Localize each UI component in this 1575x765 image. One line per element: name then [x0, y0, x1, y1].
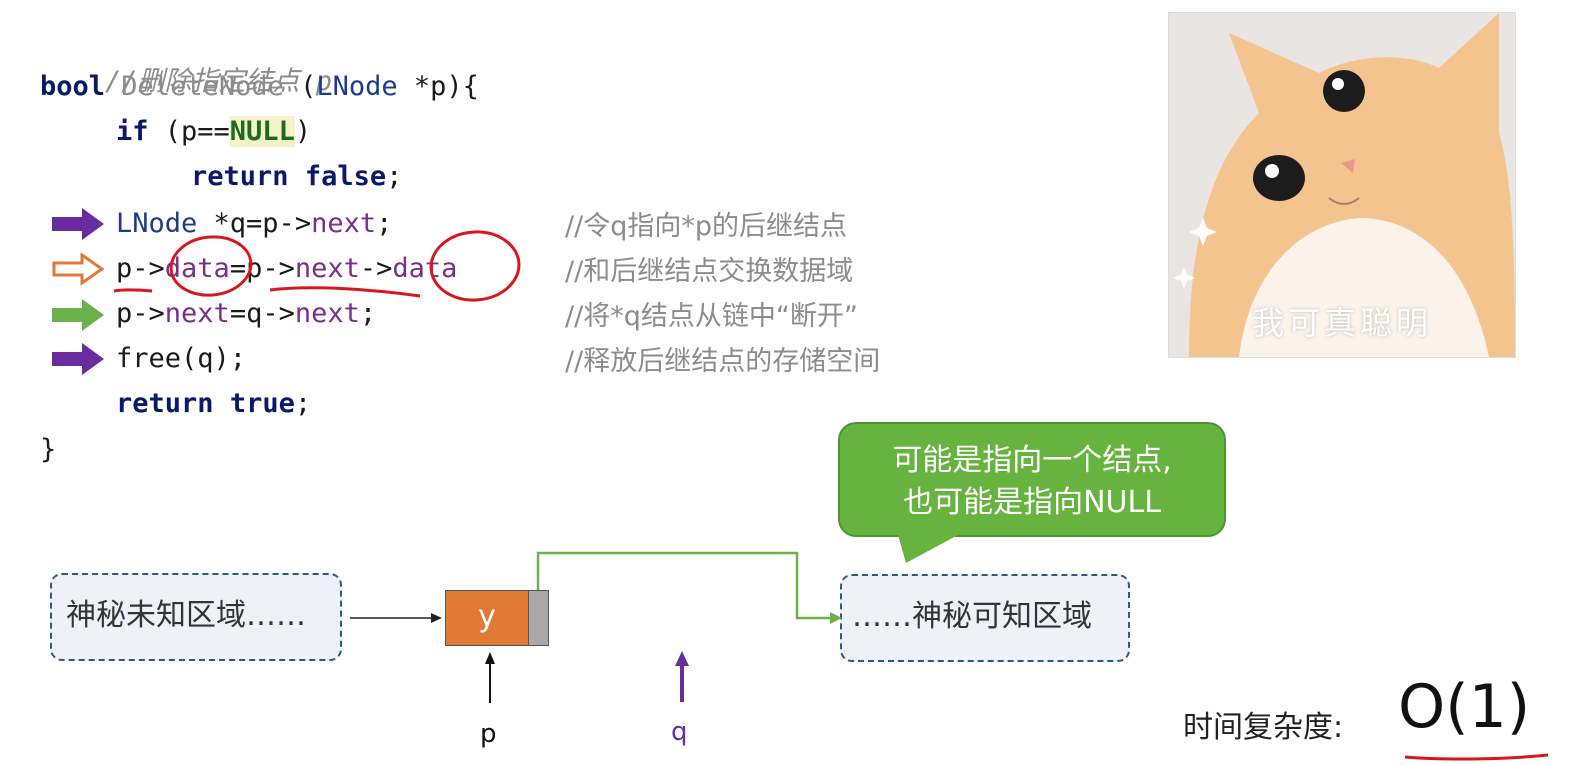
arrowhead-icon	[830, 612, 842, 624]
code-line-swap-data: p->data=p->next->data	[116, 249, 457, 289]
complexity-value: O(1)	[1398, 672, 1531, 742]
code-token: ->	[359, 253, 393, 284]
code-token: *p){	[397, 71, 479, 102]
keyword-return: return	[116, 388, 214, 419]
keyword-return: return	[191, 161, 289, 192]
member-next: next	[164, 298, 230, 329]
code-token: }	[40, 434, 57, 465]
bubble-tail-icon	[898, 535, 958, 563]
arrowhead-icon	[675, 651, 689, 666]
code-token: *q=p->	[197, 208, 312, 239]
code-line-free: free(q);	[116, 339, 246, 379]
code-line-if: if (p==NULL)	[116, 112, 311, 152]
code-token: (p==	[148, 116, 230, 147]
comment-line-7: //释放后继结点的存储空间	[565, 346, 881, 377]
comment-line-6: //将*q结点从链中“断开”	[565, 301, 858, 332]
member-next: next	[311, 208, 377, 239]
unknown-region-box: 神秘未知区域……	[50, 573, 342, 661]
member-next: next	[294, 253, 360, 284]
arrowhead-icon	[485, 652, 495, 664]
cat-illustration-icon	[1169, 13, 1515, 357]
known-region-box: ……神秘可知区域	[840, 574, 1130, 662]
code-line-close: }	[40, 430, 56, 470]
code-token: (	[283, 71, 317, 102]
step-arrow-orange-icon	[52, 253, 104, 285]
function-name: DeleteNode	[121, 71, 284, 102]
type-name: LNode	[316, 71, 398, 102]
type-name: LNode	[116, 208, 198, 239]
member-data: data	[392, 253, 458, 284]
code-token: ;	[359, 298, 377, 329]
code-token: =p->	[229, 253, 295, 284]
comment-line-4: //令q指向*p的后继结点	[565, 211, 847, 242]
null-literal: NULL	[229, 116, 295, 147]
code-token: free(q);	[116, 343, 247, 374]
bubble-line-1: 可能是指向一个结点,	[892, 443, 1172, 478]
pointer-label-p: p	[480, 719, 497, 749]
step-arrow-green-icon	[52, 299, 104, 331]
step-arrow-purple-icon	[52, 343, 104, 375]
circle-annotation	[429, 230, 521, 302]
member-next: next	[294, 298, 360, 329]
step-arrow-purple-icon	[52, 208, 104, 240]
code-comment-title: //删除指定结点 p	[40, 22, 332, 97]
underline-annotation	[1404, 753, 1549, 761]
meme-caption: 我可真聪明	[1251, 304, 1432, 342]
code-token: ;	[386, 161, 403, 192]
complexity-label: 时间复杂度:	[1183, 710, 1344, 745]
pointer-label-q: q	[671, 717, 688, 747]
bubble-line-2: 也可能是指向NULL	[903, 485, 1161, 520]
keyword-false: false	[304, 161, 387, 192]
code-token: ;	[376, 208, 393, 239]
node-next-field	[528, 590, 549, 646]
speech-bubble: 可能是指向一个结点, 也可能是指向NULL	[838, 422, 1226, 537]
keyword-true: true	[229, 388, 295, 419]
arrowhead-icon	[431, 613, 442, 623]
code-token: p->	[116, 253, 165, 284]
code-line-return-true: return true;	[116, 384, 311, 424]
code-line-signature: bool DeleteNode (LNode *p){	[40, 67, 479, 107]
next-pointer-line	[536, 551, 832, 620]
code-line-return-false: return false;	[191, 157, 402, 197]
code-line-assign-q: LNode *q=p->next;	[116, 204, 392, 244]
keyword-bool: bool	[40, 71, 106, 102]
code-token: =q->	[229, 298, 295, 329]
cat-meme-image: 我可真聪明	[1168, 12, 1516, 358]
underline-annotation	[113, 288, 153, 293]
comment-text: //删除指定结点 p	[105, 66, 333, 97]
circle-annotation	[169, 235, 253, 297]
keyword-if: if	[116, 116, 149, 147]
code-token: )	[294, 116, 312, 147]
code-line-unlink: p->next=q->next;	[116, 294, 376, 334]
code-token: ;	[294, 388, 312, 419]
underline-annotation	[269, 286, 421, 298]
comment-line-5: //和后继结点交换数据域	[565, 256, 854, 287]
code-token: p->	[116, 298, 165, 329]
